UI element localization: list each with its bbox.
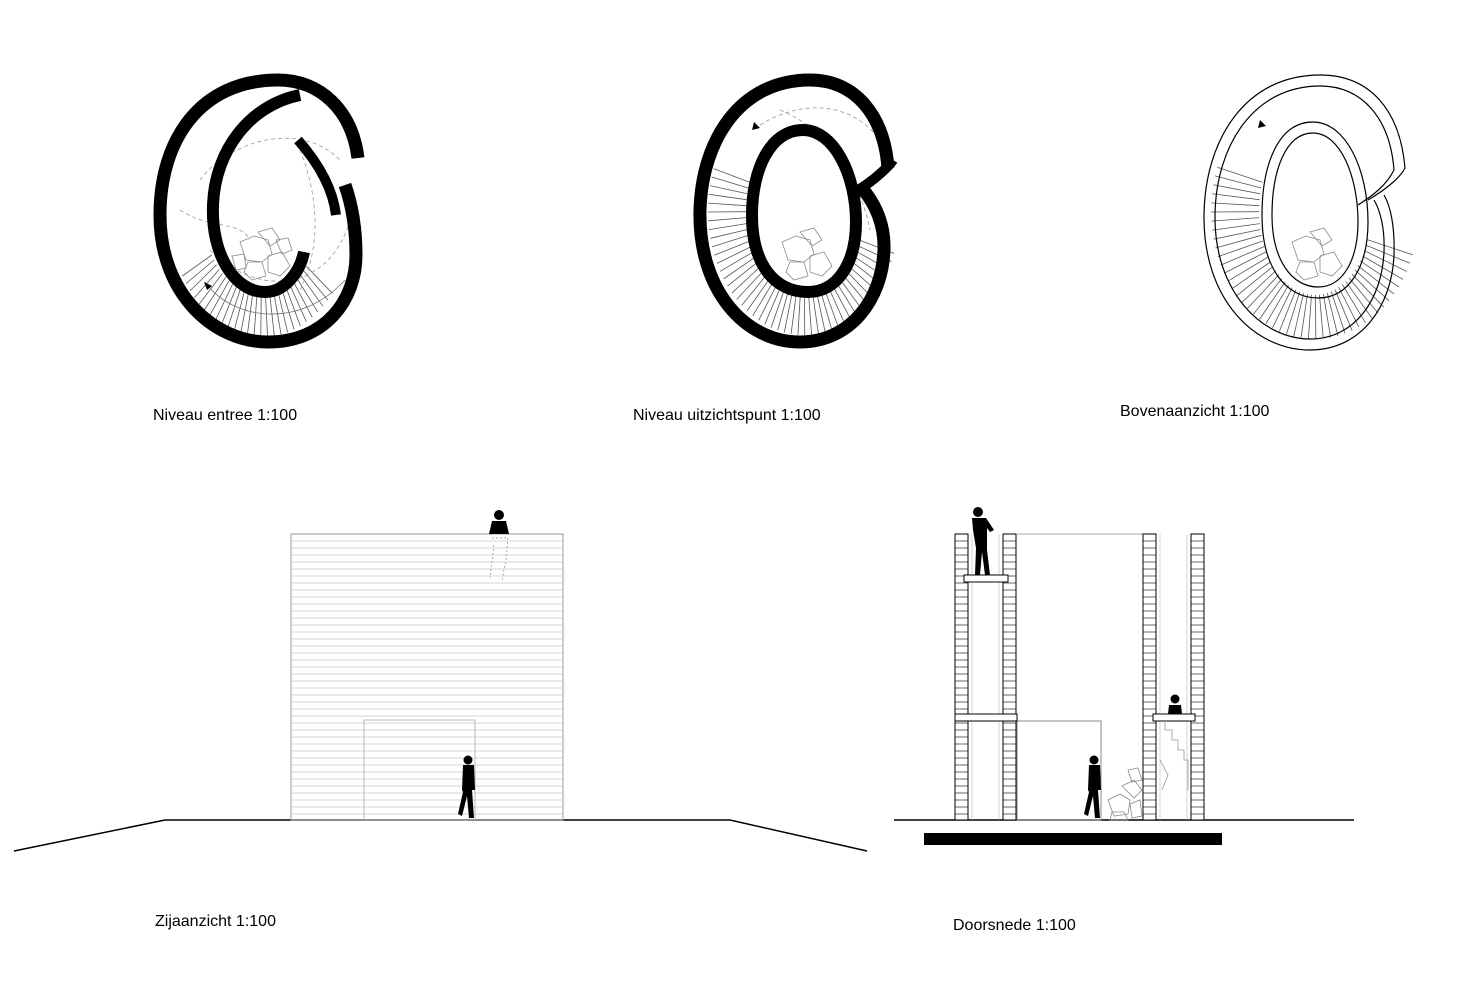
side-elevation-entrance-opening	[363, 719, 476, 821]
plan-top-connecting-edge	[1357, 167, 1406, 206]
section-left-floor-slab	[954, 713, 1018, 722]
plan-viewpoint-connecting-wall	[855, 157, 898, 195]
plan-viewpoint-rocks	[781, 227, 833, 281]
plan-top-inner-loop-outer	[1261, 121, 1369, 299]
caption-plan-entrance: Niveau entree 1:100	[153, 407, 298, 424]
plan-top-drawing	[1203, 74, 1413, 351]
side-elevation-drawing	[13, 510, 868, 852]
section-right-platform	[1152, 713, 1196, 722]
plan-entrance-rocks	[231, 227, 293, 281]
caption-side-elevation: Zijaanzicht 1:100	[155, 913, 276, 930]
plan-entrance-outer-wall	[153, 73, 365, 349]
section-rocks	[1107, 767, 1143, 821]
section-person-entrance	[1084, 755, 1101, 818]
plan-viewpoint-drawing	[693, 73, 898, 349]
plan-top-outer-edge	[1203, 74, 1406, 351]
side-elevation-cladding-lines	[292, 540, 562, 815]
plan-entrance-inner-wall-stub	[294, 136, 341, 216]
plan-viewpoint-direction-arrow	[752, 122, 760, 130]
side-elevation-person-ghost	[489, 537, 509, 581]
side-elevation-person-entrance	[458, 755, 475, 818]
section-foundation-slab	[924, 833, 1222, 845]
plan-viewpoint-outer-wall	[693, 73, 895, 349]
plan-viewpoint-inner-loop	[745, 123, 863, 299]
plan-top-inner-loop-inner	[1271, 132, 1359, 288]
plan-top-outer-edge-inner	[1214, 85, 1395, 340]
section-person-top	[972, 507, 994, 575]
plan-entrance-drawing	[153, 73, 365, 349]
plan-top-stair-treads	[1211, 166, 1413, 339]
plan-entrance-spiral-wall	[206, 89, 310, 299]
plan-entrance-dashed-guides	[179, 137, 351, 291]
section-top-platform	[963, 574, 1009, 583]
caption-plan-viewpoint: Niveau uitzichtspunt 1:100	[633, 407, 821, 424]
section-person-platform	[1168, 694, 1182, 714]
section-entrance-frame	[1016, 720, 1102, 821]
plan-entrance-direction-arrow	[204, 282, 212, 290]
side-elevation-person-top	[489, 510, 509, 534]
plan-viewpoint-stair-treads	[707, 168, 895, 335]
plan-top-direction-arrow	[1258, 120, 1266, 128]
plan-entrance-stair-inner-edge	[204, 279, 346, 315]
caption-section: Doorsnede 1:100	[953, 917, 1076, 934]
section-stair-right	[1159, 721, 1189, 791]
section-drawing	[894, 507, 1354, 845]
plan-top-rocks	[1291, 227, 1343, 281]
caption-plan-top: Bovenaanzicht 1:100	[1120, 403, 1270, 420]
